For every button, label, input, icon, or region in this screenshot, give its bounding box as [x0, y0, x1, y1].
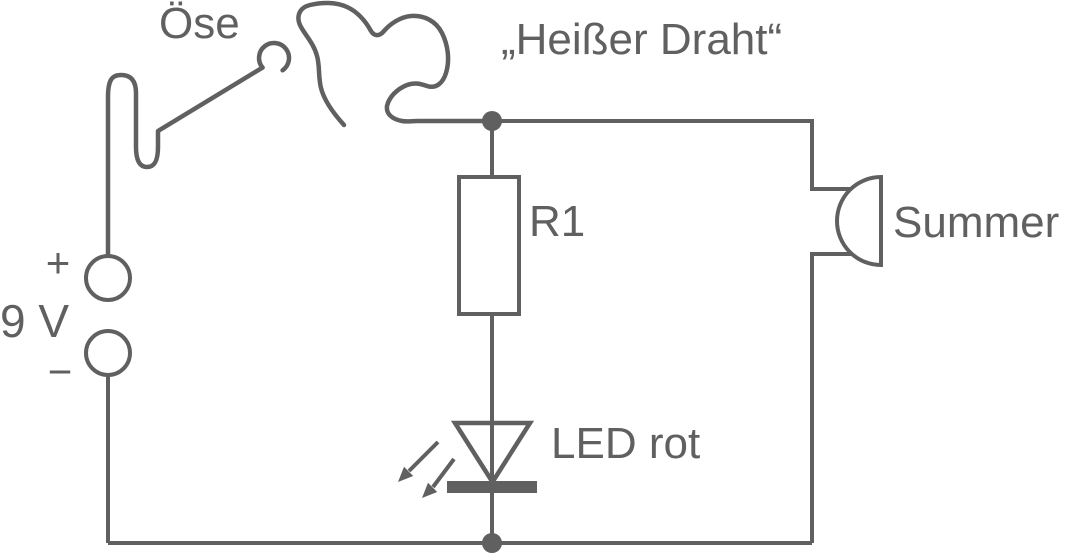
hot-wire-label: „Heißer Draht“: [501, 15, 782, 64]
battery-minus-label: −: [48, 348, 73, 395]
battery-voltage-label: 9 V: [0, 295, 69, 347]
led-light-arrow-lower: [422, 457, 456, 498]
battery-plus-label: +: [46, 239, 71, 286]
resistor-body: [457, 175, 521, 316]
led-triangle: [450, 420, 535, 487]
led-label: LED rot: [551, 419, 700, 468]
wand-label: Öse: [159, 0, 240, 48]
buzzer-body: [835, 174, 883, 268]
junction-dot-top: [482, 111, 502, 131]
battery-negative-terminal: [84, 329, 132, 377]
battery-positive-terminal: [84, 254, 132, 302]
top-wire-right-branch: [492, 119, 854, 191]
probe-wand-wire: [105, 65, 265, 259]
buzzer-bottom-lead: [810, 252, 854, 543]
led-cathode-bar: [447, 481, 537, 493]
resistor-label: R1: [529, 197, 585, 246]
buzzer-label: Summer: [893, 198, 1059, 247]
eyelet-loop: [256, 40, 292, 73]
junction-dot-bottom: [482, 533, 502, 553]
hot-wire-squiggle: [296, 0, 490, 128]
led-light-arrow-upper: [398, 440, 440, 482]
